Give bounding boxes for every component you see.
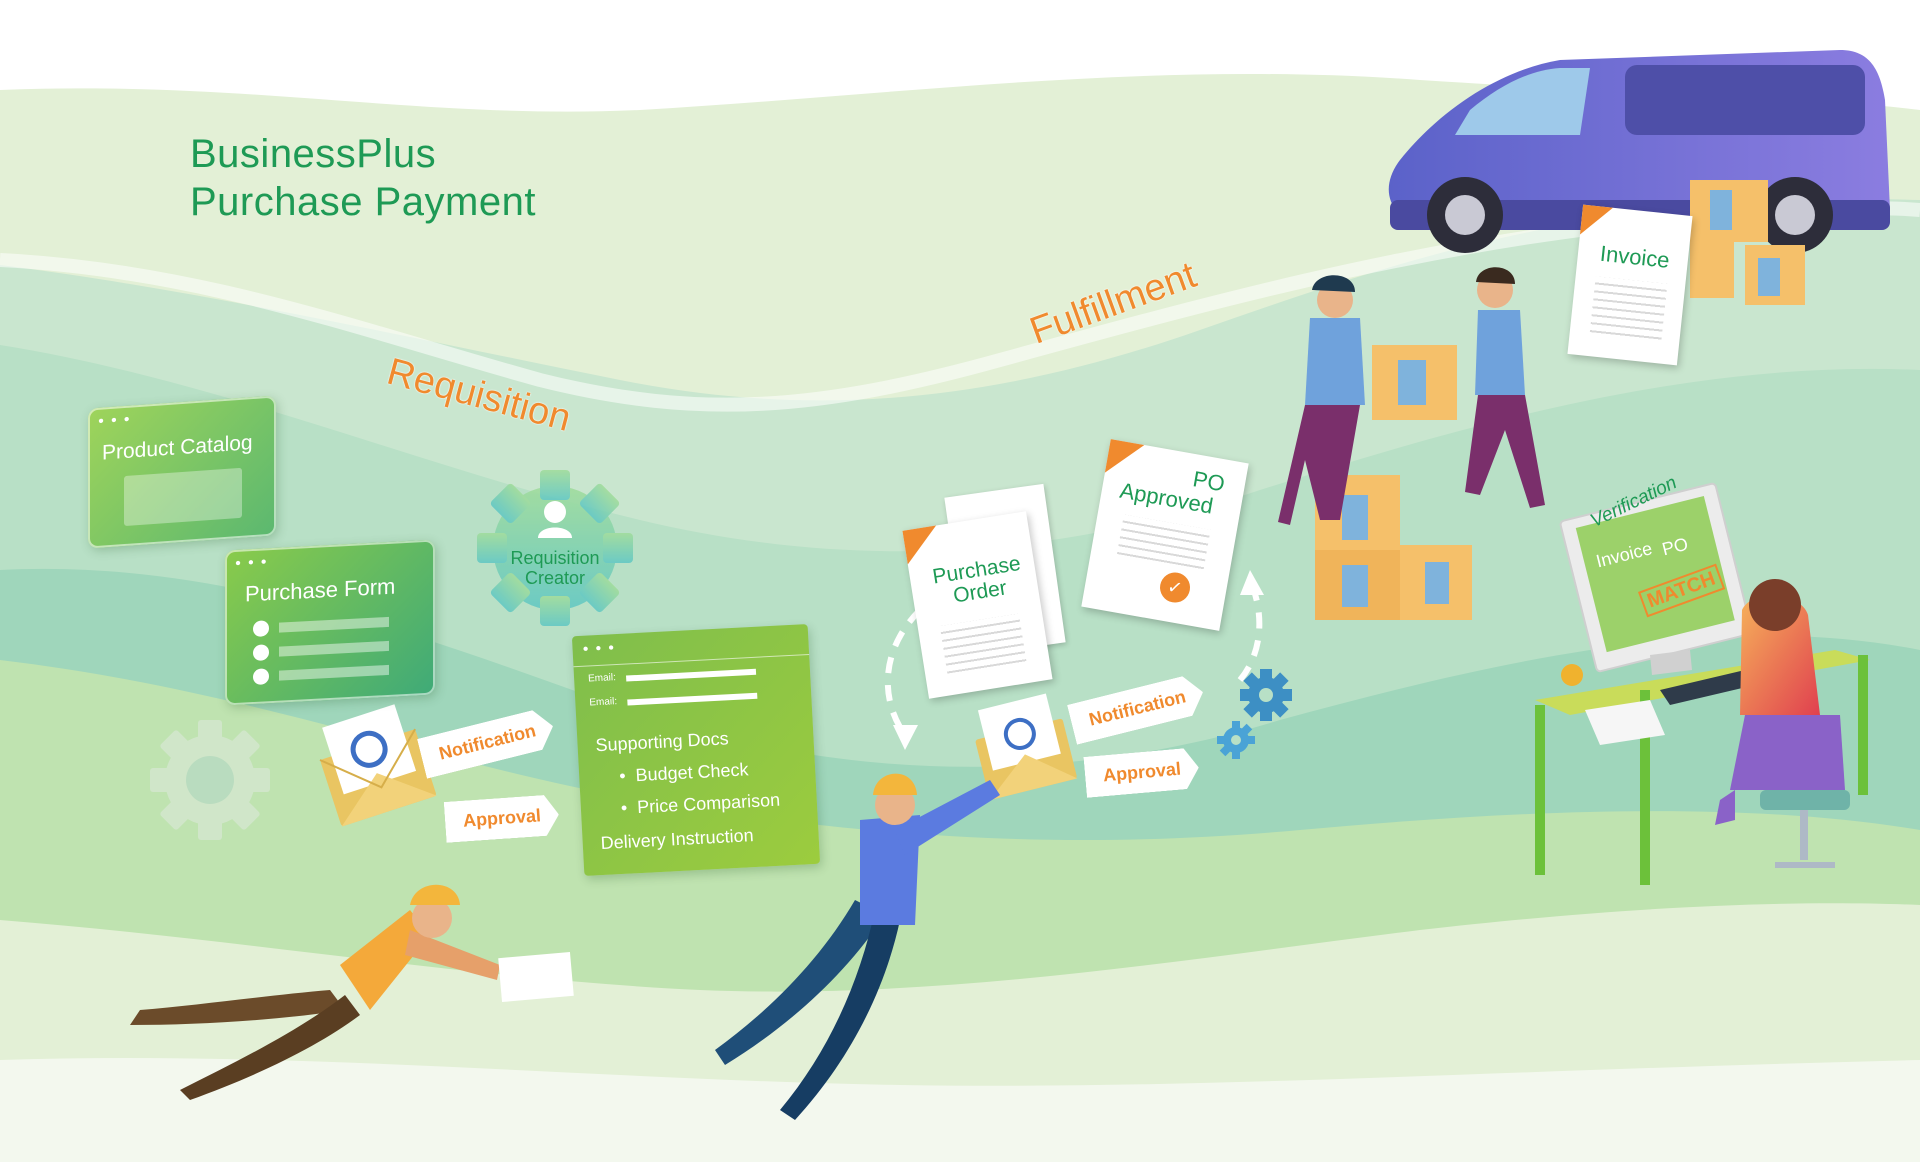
- budget-check-text: Budget Check: [635, 759, 749, 786]
- form-rows: [253, 613, 403, 691]
- doc-corner: [1580, 204, 1613, 238]
- envelope-icon: [319, 704, 437, 827]
- requisition-creator-line-1: Requisition: [510, 548, 600, 568]
- page-title-line-2: Purchase Payment: [190, 180, 536, 224]
- doc-text-lines: [939, 613, 1027, 676]
- user-icon: [538, 501, 572, 538]
- requisition-gear-icon: [477, 470, 633, 626]
- purchase-order-doc: Purchase Order: [902, 511, 1053, 699]
- gear-icon-small-1: [1240, 669, 1292, 721]
- requisition-creator-line-2: Creator: [524, 568, 586, 588]
- requisition-form-panel: ● ● ● Email: Email: Supporting Docs • Bu…: [571, 623, 821, 877]
- email-field-1: [626, 668, 757, 682]
- worker-figure-2: [715, 773, 1000, 1120]
- wave-band-7: [0, 1057, 1920, 1162]
- invoice-title: Invoice: [1598, 240, 1671, 273]
- price-comparison-item: • Price Comparison: [620, 789, 781, 818]
- arrow-head-up: [1240, 570, 1264, 595]
- price-comparison-text: Price Comparison: [636, 789, 781, 818]
- window-dots: ● ● ●: [235, 556, 269, 569]
- doc-text-lines: [1116, 514, 1211, 574]
- catalog-content-block: [124, 467, 242, 527]
- checkmark-seal-icon: ✓: [1157, 570, 1193, 605]
- invoice-doc: Invoice: [1567, 204, 1693, 366]
- product-catalog-window: ● ● ● Product Catalog: [88, 395, 276, 549]
- gear-icon: [150, 720, 270, 840]
- gear-icon-small-2: [1217, 721, 1255, 759]
- worker-figure-1: [130, 884, 574, 1100]
- approval-tag-1: Approval: [444, 794, 561, 843]
- mover-figures: [1278, 267, 1545, 525]
- page-title-line-1: BusinessPlus: [190, 132, 437, 176]
- window-dots: ● ● ●: [582, 642, 617, 655]
- purchase-form-window: ● ● ● Purchase Form: [225, 539, 435, 706]
- po-approved-doc: PO Approved ✓: [1081, 439, 1249, 631]
- panel-divider: [573, 653, 810, 668]
- box-icon-stack: [1315, 475, 1472, 620]
- box-icon-group-van: [1690, 180, 1805, 305]
- email-field-2: [627, 692, 758, 706]
- product-catalog-title: Product Catalog: [102, 431, 253, 465]
- email-label-1: Email:: [587, 672, 617, 685]
- purchase-form-title: Purchase Form: [245, 573, 396, 607]
- budget-check-item: • Budget Check: [618, 759, 749, 787]
- doc-corner: [1104, 439, 1145, 479]
- doc-corner: [902, 525, 942, 565]
- delivery-instruction-text: Delivery Instruction: [600, 825, 755, 854]
- arrow-head-down: [893, 725, 918, 750]
- window-dots: ● ● ●: [98, 413, 132, 427]
- desk-workstation: [1535, 482, 1870, 885]
- purchase-order-title: Purchase Order: [930, 551, 1023, 608]
- supporting-docs-text: Supporting Docs: [595, 728, 730, 756]
- doc-text-lines: [1589, 276, 1668, 344]
- requisition-creator-label: Requisition Creator: [495, 548, 615, 588]
- envelope-icon-2: [975, 693, 1078, 801]
- email-label-2: Email:: [589, 696, 618, 709]
